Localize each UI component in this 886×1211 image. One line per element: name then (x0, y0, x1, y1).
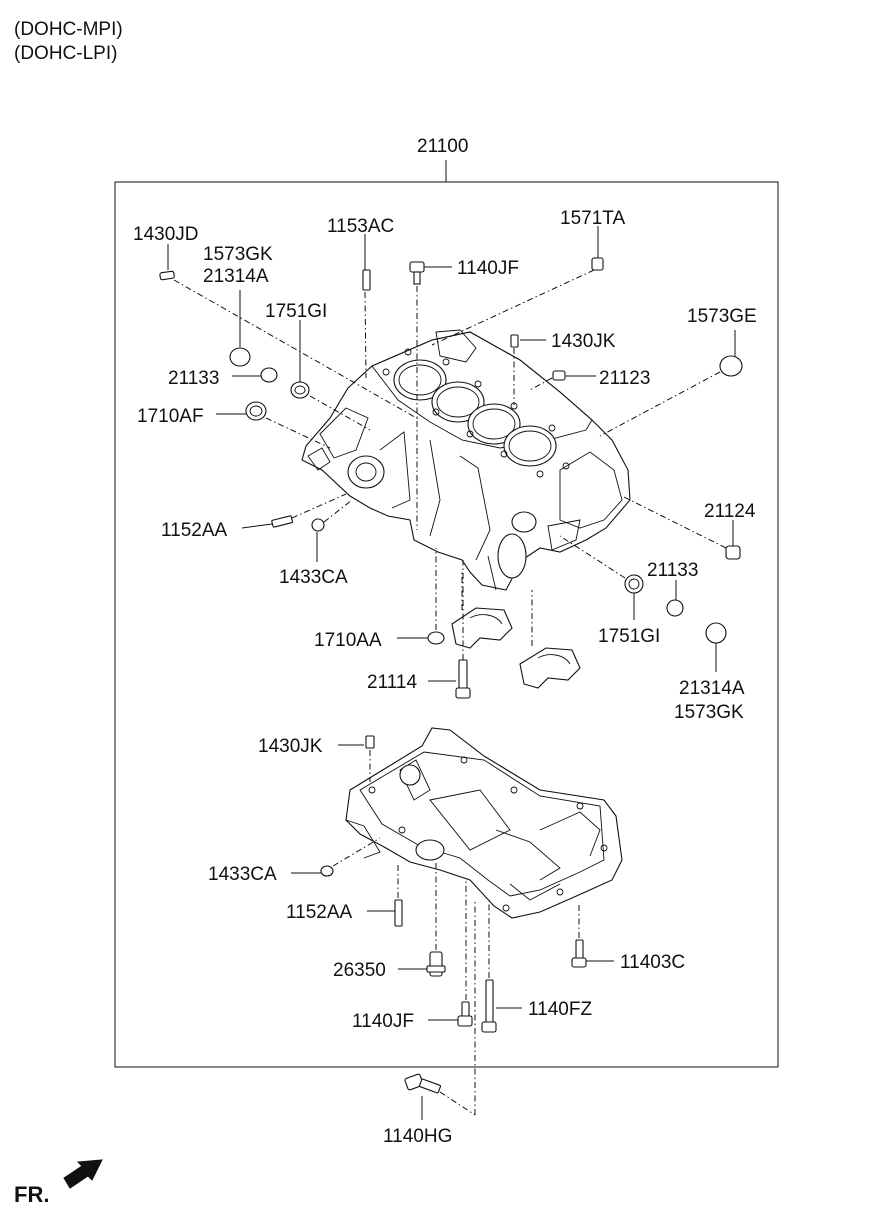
lower-crankcase-drawing (345, 727, 623, 919)
assembly-label[interactable]: 21100 (417, 136, 468, 157)
front-arrow-icon (63, 1159, 103, 1189)
callout-11403c[interactable]: 11403C (620, 952, 685, 973)
variant-label-lpi: (DOHC-LPI) (14, 43, 117, 64)
callout-1152aa-bottom[interactable]: 1152AA (286, 902, 353, 923)
callout-1430jk-top[interactable]: 1430JK (551, 331, 616, 352)
callout-1152aa-top[interactable]: 1152AA (161, 520, 228, 541)
callout-1710aa[interactable]: 1710AA (314, 630, 382, 651)
callout-1140fz[interactable]: 1140FZ (528, 999, 592, 1020)
callout-labels: 1430JD 1573GK 21314A 1153AC 1140JF 1571T… (133, 208, 757, 1147)
callout-21133-left[interactable]: 21133 (168, 368, 219, 389)
callout-1571ta[interactable]: 1571TA (560, 208, 625, 229)
callout-21133-right[interactable]: 21133 (647, 560, 698, 581)
phantom-lines (173, 269, 727, 1116)
callout-1153ac[interactable]: 1153AC (327, 216, 394, 237)
callout-21124[interactable]: 21124 (704, 501, 756, 522)
callout-21114[interactable]: 21114 (367, 672, 417, 693)
callout-1140hg[interactable]: 1140HG (383, 1126, 452, 1147)
callout-21314a-top[interactable]: 21314A (203, 266, 269, 287)
upper-small-parts (159, 257, 743, 699)
callout-21123[interactable]: 21123 (599, 368, 650, 389)
callout-1140jf-top[interactable]: 1140JF (457, 258, 519, 279)
cylinder-block-drawing (301, 329, 631, 591)
callout-1140jf-bottom[interactable]: 1140JF (352, 1011, 414, 1032)
callout-1573gk-top[interactable]: 1573GK (203, 244, 273, 265)
callout-1433ca-bottom[interactable]: 1433CA (208, 864, 277, 885)
callout-1751gi-bottom[interactable]: 1751GI (598, 626, 660, 647)
callout-21314a-bottom[interactable]: 21314A (679, 678, 745, 699)
front-label: FR. (14, 1182, 49, 1207)
callout-1573gk-bottom[interactable]: 1573GK (674, 702, 744, 723)
variant-label-mpi: (DOHC-MPI) (14, 19, 123, 40)
lower-small-parts (320, 735, 587, 1094)
leader-lines (167, 226, 736, 1120)
callout-1433ca-top[interactable]: 1433CA (279, 567, 348, 588)
callout-1751gi-top[interactable]: 1751GI (265, 301, 327, 322)
callout-1573ge[interactable]: 1573GE (687, 306, 757, 327)
callout-1430jk-bottom[interactable]: 1430JK (258, 736, 323, 757)
bearing-cap-drawing (451, 607, 581, 689)
assembly-frame (114, 181, 779, 1068)
callout-26350[interactable]: 26350 (333, 960, 386, 981)
callout-1430jd[interactable]: 1430JD (133, 224, 199, 245)
callout-1710af[interactable]: 1710AF (137, 406, 204, 427)
